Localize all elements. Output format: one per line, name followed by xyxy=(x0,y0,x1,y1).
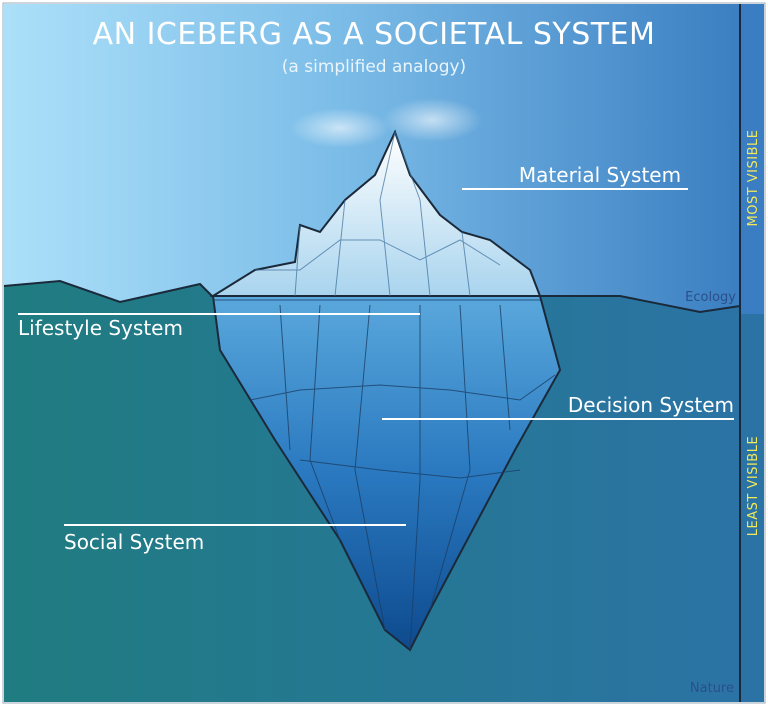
cloud xyxy=(290,108,390,148)
side-bar-bottom xyxy=(740,314,764,702)
label-nature: Nature xyxy=(690,681,734,696)
cloud xyxy=(382,98,482,142)
label-lifestyle: Lifestyle System xyxy=(18,316,183,340)
side-bar-top xyxy=(740,4,764,314)
label-social: Social System xyxy=(64,530,204,554)
label-decision: Decision System xyxy=(568,393,734,417)
side-label-least-visible: LEAST VISIBLE xyxy=(746,436,761,536)
side-label-most-visible: MOST VISIBLE xyxy=(746,130,761,227)
diagram-subtitle: (a simplified analogy) xyxy=(282,57,466,77)
label-material: Material System xyxy=(519,163,681,187)
iceberg-facets xyxy=(213,299,556,651)
waterline xyxy=(3,279,741,314)
pointer-lines xyxy=(18,188,734,526)
iceberg-tip-facets xyxy=(255,131,501,297)
diagram-title: AN ICEBERG AS A SOCIETAL SYSTEM xyxy=(93,17,656,52)
label-ecology: Ecology xyxy=(685,290,736,305)
